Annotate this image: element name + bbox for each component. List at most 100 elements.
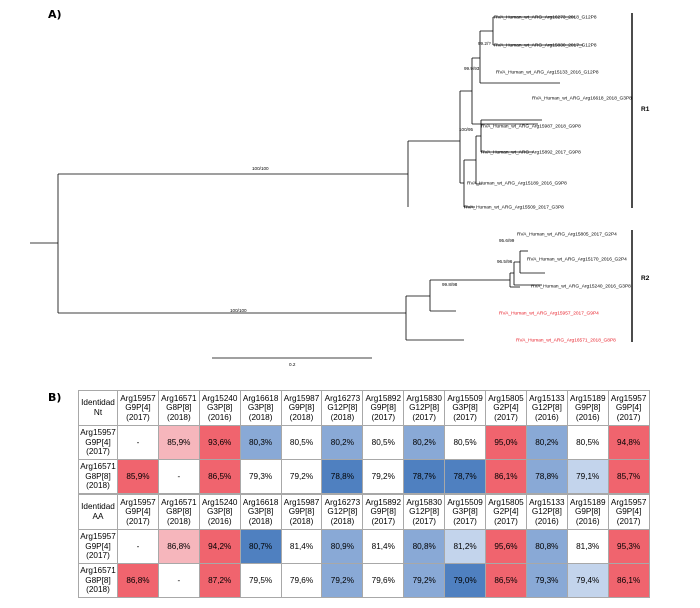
cell-line: (2018): [248, 516, 273, 526]
clade-label-r1: R1: [641, 106, 650, 113]
identity-cell: 93,6%: [198, 425, 241, 460]
identity-cell: 80,7%: [239, 529, 282, 564]
identity-cell: 86,1%: [607, 563, 650, 598]
cell-line: G9P[8]: [288, 403, 315, 413]
panel-a-label: A): [48, 8, 62, 21]
identity-cell: 94,8%: [607, 425, 650, 460]
tree-branches: [30, 16, 583, 341]
cell-line: G12P[8]: [327, 507, 358, 517]
cell-line: (2018): [330, 412, 355, 422]
cell-line: (2017): [86, 447, 110, 457]
cell-line: (2017): [616, 516, 641, 526]
cell-line: (2016): [535, 412, 559, 422]
cell-line: Identidad: [81, 398, 115, 408]
cell-line: Arg15957: [610, 497, 647, 507]
cell-line: (2018): [167, 516, 191, 526]
identity-cell: 80,2%: [321, 425, 364, 460]
identity-cell: 80,8%: [525, 529, 568, 564]
cell-line: Arg15133: [529, 497, 565, 507]
cell-line: (2017): [494, 412, 518, 422]
identity-cell: 95,6%: [485, 529, 527, 564]
identity-cell: 80,5%: [566, 425, 609, 460]
identity-cell: 86,5%: [485, 563, 527, 598]
identity-cell: 79,2%: [321, 563, 364, 598]
identity-cell: 86,8%: [157, 529, 200, 564]
clade-labels: R1 R2: [641, 106, 650, 282]
cell-line: (2018): [86, 481, 110, 491]
cell-line: Arg16571: [80, 462, 116, 472]
cell-line: G12P[8]: [409, 403, 440, 413]
cell-line: G8P[8]: [166, 403, 192, 413]
taxon-label: RVA_Human_wt_ARG_Arg15830_2017_G12P8: [494, 43, 597, 49]
identity-cell: 78,7%: [403, 459, 446, 494]
cell-line: G8P[8]: [85, 575, 111, 585]
cell-line: (2017): [494, 516, 518, 526]
cell-line: Arg15987: [283, 497, 320, 507]
cell-line: G12P[8]: [409, 507, 440, 517]
cell-line: G9P[4]: [85, 541, 111, 551]
taxon-label: RVA_Human_wt_ARG_Arg15509_2017_G3P8: [464, 205, 564, 211]
cell-line: Arg15830: [406, 497, 442, 507]
taxon-label: RVA_Human_wt_ARG_Arg15189_2016_G9P8: [467, 181, 567, 187]
cell-line: G12P[8]: [531, 507, 562, 517]
cell-line: Arg15189: [569, 497, 606, 507]
cell-line: Arg15240: [201, 497, 238, 507]
identity-cell: 79,3%: [239, 459, 282, 494]
identity-cell: 79,2%: [362, 459, 405, 494]
cell-line: G9P[8]: [288, 507, 315, 517]
identity-cell: 78,8%: [321, 459, 364, 494]
cell-line: Arg15957: [120, 497, 156, 507]
identity-cell: 79,2%: [403, 563, 446, 598]
cell-line: G8P[8]: [166, 507, 192, 517]
cell-line: Arg15240: [201, 393, 238, 403]
cell-line: (2017): [86, 551, 110, 561]
identity-cell: 79,1%: [566, 459, 609, 494]
identity-cell: -: [157, 459, 200, 494]
identity-cell: 79,2%: [280, 459, 323, 494]
cell-line: G3P[8]: [206, 403, 233, 413]
identity-cell: 79,3%: [525, 563, 568, 598]
taxon-label: RVA_Human_wt_ARG_Arg15957_2017_G9P4: [499, 311, 599, 317]
identity-cell: 95,3%: [607, 529, 650, 564]
cell-line: (2017): [616, 412, 641, 422]
support-label: 100/95: [459, 127, 473, 132]
cell-line: Arg15892: [365, 497, 402, 507]
cell-line: Arg15805: [488, 497, 524, 507]
taxon-label: RVA_Human_wt_ARG_Arg15892_2017_G9P8: [481, 150, 581, 156]
cell-line: (2017): [126, 516, 150, 526]
cell-line: (2017): [453, 412, 477, 422]
taxon-label: RVA_Human_wt_ARG_Arg16571_2018_G8P8: [516, 338, 616, 344]
cell-line: G9P[4]: [615, 507, 642, 517]
clade-label-r2: R2: [641, 275, 650, 282]
cell-line: G3P[8]: [452, 403, 478, 413]
cell-line: (2017): [453, 516, 477, 526]
cell-line: G12P[8]: [531, 403, 562, 413]
identity-cell: 95,0%: [485, 425, 527, 460]
cell-line: Arg15957: [120, 393, 156, 403]
support-label: 99.9/93: [464, 66, 480, 71]
identity-cell: 85,9%: [117, 459, 159, 494]
cell-line: Arg15509: [447, 497, 483, 507]
